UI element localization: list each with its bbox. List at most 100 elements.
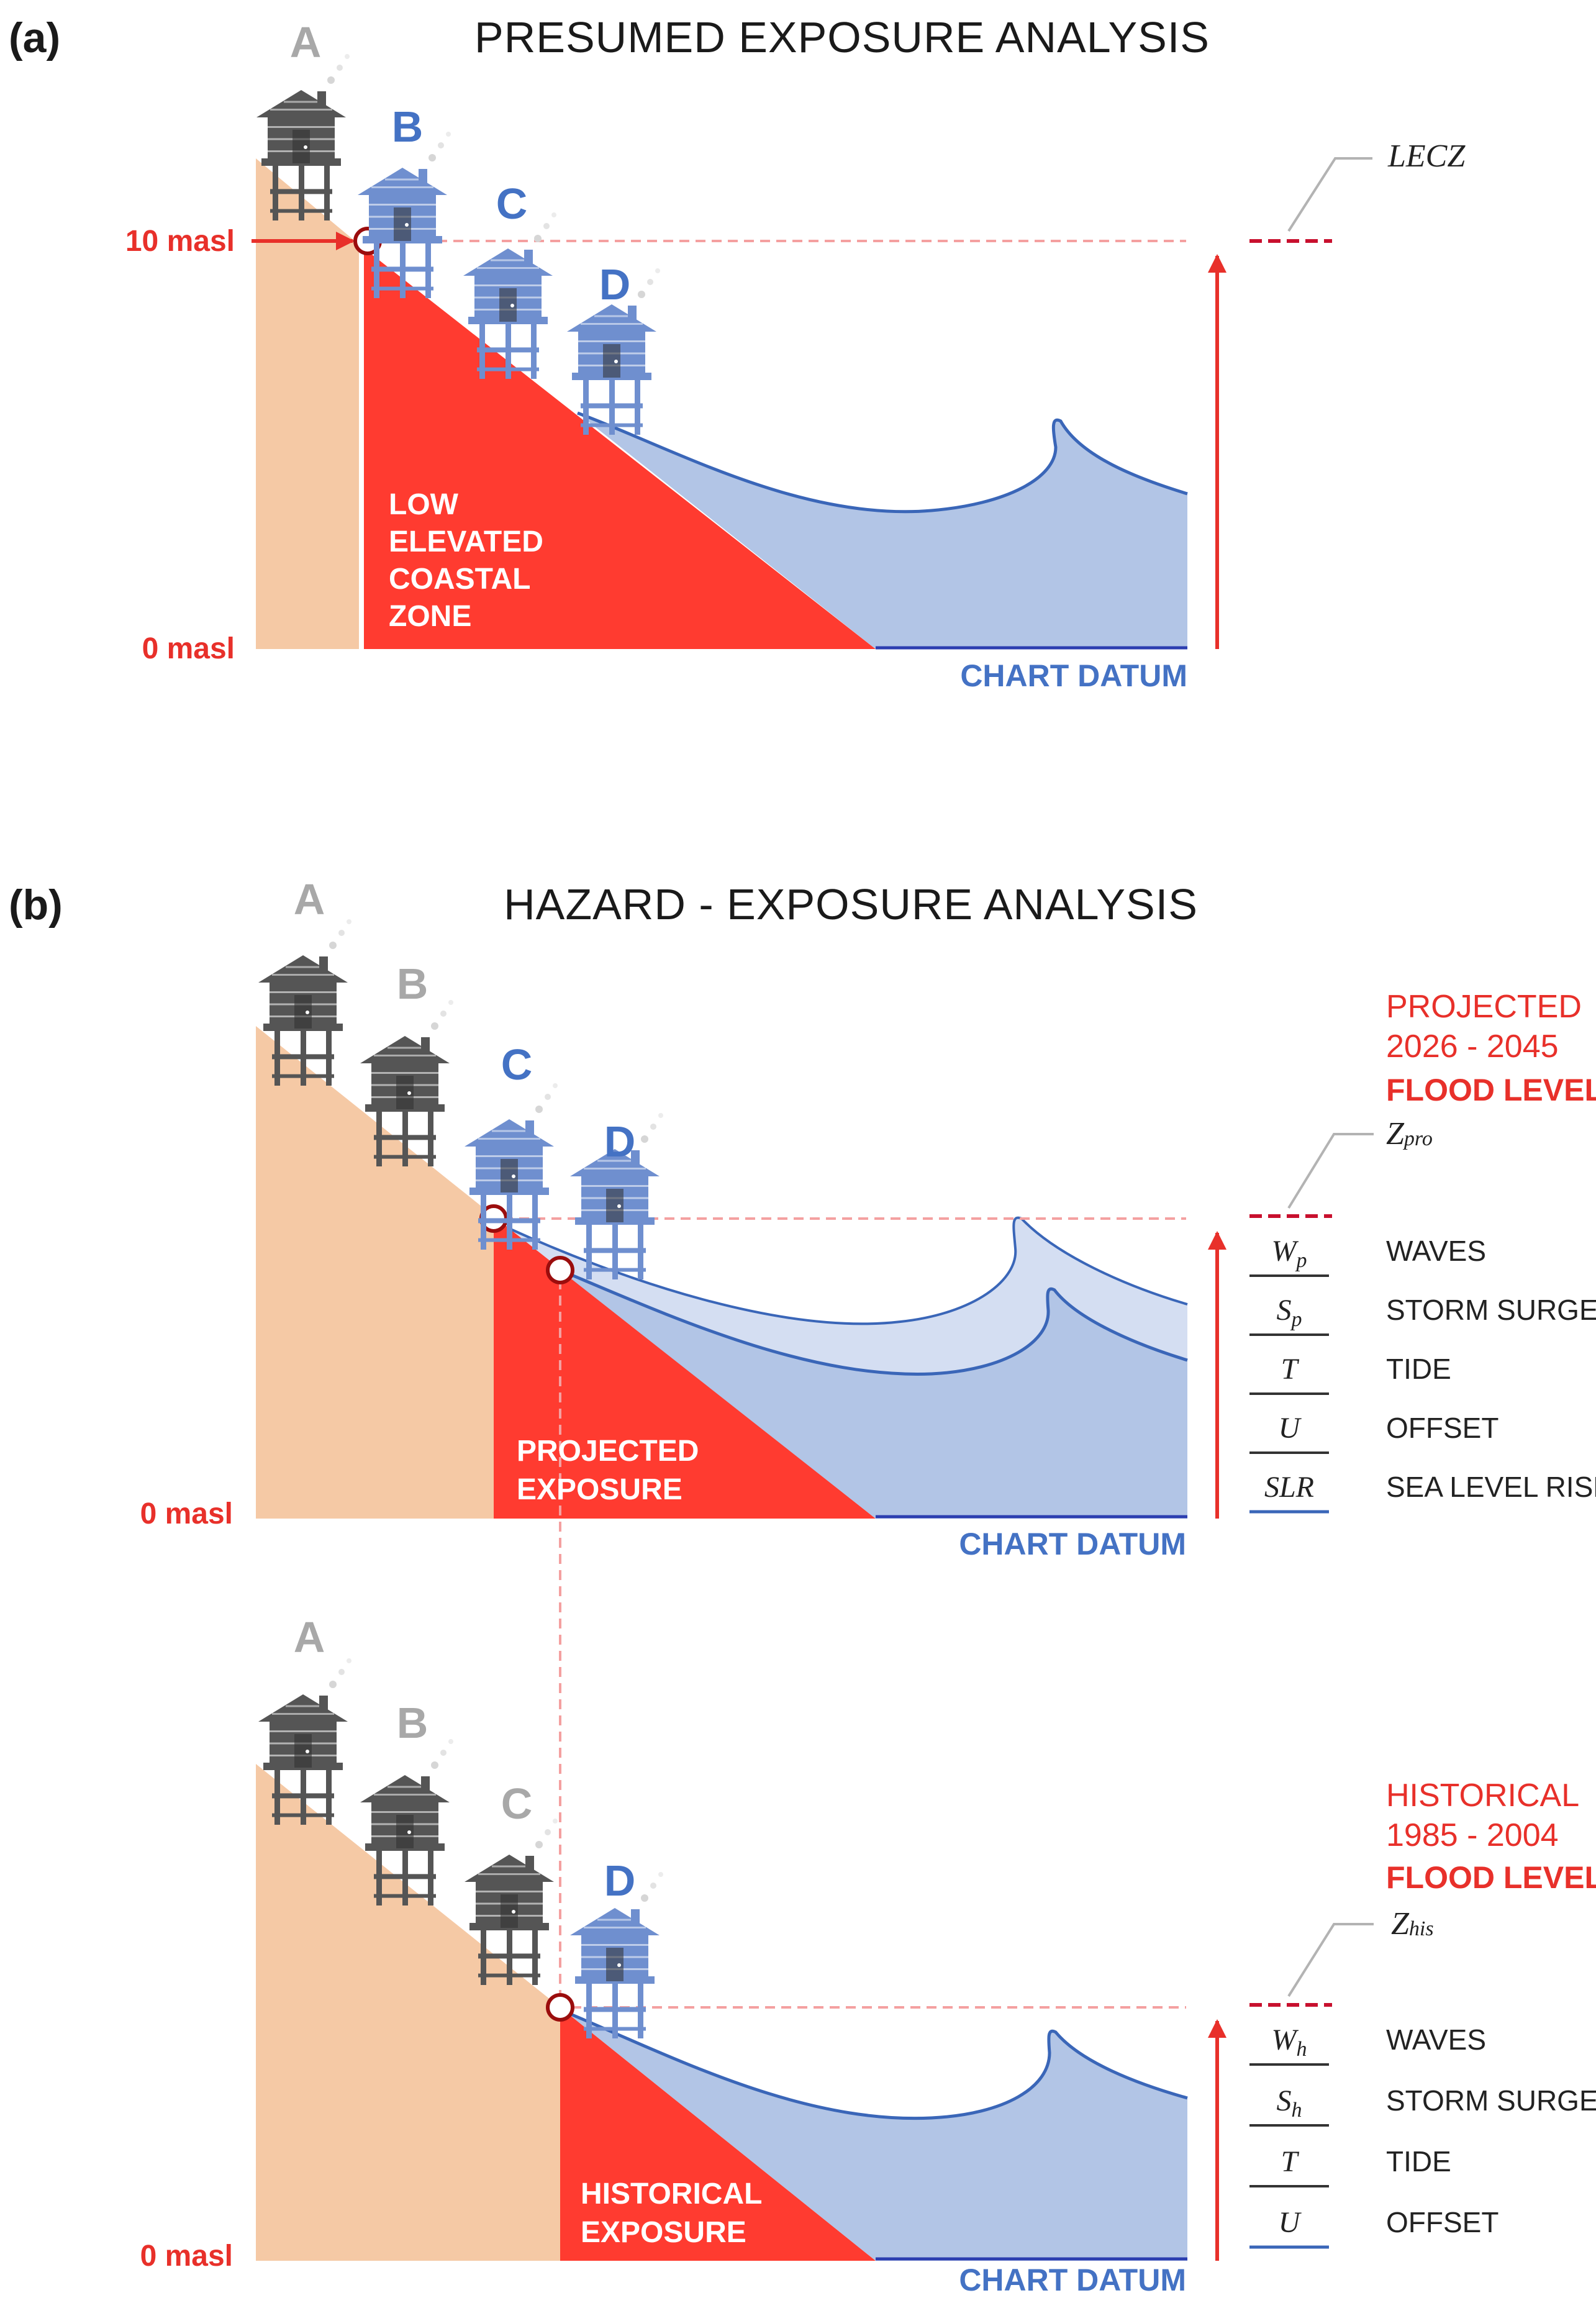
- elevation-top-label: 10 masl: [125, 225, 235, 258]
- projected-sea-surface-line: [509, 1216, 1188, 1325]
- zone-label-line-1: PROJECTED: [517, 1435, 699, 1468]
- component-label: WAVES: [1386, 2024, 1486, 2056]
- sea-surface-line: [566, 2010, 1188, 2120]
- historical-sea-area: [560, 1270, 1187, 1519]
- house-label-b: B: [397, 960, 428, 1008]
- elevation-bottom-label: 0 masl: [140, 1497, 233, 1530]
- chart-datum-label: CHART DATUM: [959, 2263, 1186, 2297]
- zone-label-line-2: EXPOSURE: [517, 1473, 682, 1506]
- flood-component-row: Sp STORM SURGE: [1249, 1294, 1596, 1336]
- panel-b-title: HAZARD - EXPOSURE ANALYSIS: [504, 880, 1198, 929]
- house-label-a: A: [294, 875, 325, 924]
- zone-label-line-2: ELEVATED: [389, 525, 543, 558]
- zone-label-line-3: COASTAL: [389, 563, 530, 596]
- legend-years: 2026 - 2045: [1386, 1029, 1559, 1065]
- land-area: [256, 1026, 494, 1519]
- component-symbol: U: [1279, 1412, 1302, 1445]
- legend-flood-level: FLOOD LEVEL: [1386, 1860, 1596, 1895]
- component-label: STORM SURGE: [1386, 2084, 1596, 2117]
- stilt-house-icon: [465, 1819, 558, 1985]
- panel-a-title: PRESUMED EXPOSURE ANALYSIS: [474, 13, 1210, 61]
- component-symbol: Wh: [1272, 2024, 1307, 2061]
- historical-intersection-marker: [546, 1256, 574, 1284]
- panel-b-historical-houses: A B C D: [258, 1613, 663, 2038]
- chart-datum-label: CHART DATUM: [960, 658, 1187, 693]
- legend-years: 1985 - 2004: [1386, 1817, 1559, 1853]
- stilt-house-icon: [258, 1658, 351, 1825]
- component-label: SEA LEVEL RISE: [1386, 1471, 1596, 1503]
- house-label-c: C: [496, 179, 528, 228]
- zone-label-line-1: LOW: [389, 488, 459, 521]
- panel-a-tag: (a): [9, 14, 60, 61]
- flood-component-row: Sh STORM SURGE: [1249, 2084, 1596, 2127]
- house-label-a: A: [294, 1613, 325, 1661]
- panel-a: (a) PRESUMED EXPOSURE ANALYSIS 10 masl 0…: [9, 13, 1466, 693]
- z-pro-label: Zpro: [1386, 1116, 1433, 1152]
- legend-flood-level: FLOOD LEVEL: [1386, 1073, 1596, 1107]
- panel-b-projected: (b) HAZARD - EXPOSURE ANALYSIS 0 masl PR…: [9, 875, 1596, 1999]
- chart-datum-label: CHART DATUM: [959, 1527, 1186, 1561]
- house-label-d: D: [599, 260, 631, 309]
- lecz-area: [360, 245, 876, 649]
- historical-sea-surface-line: [560, 1268, 1188, 1376]
- component-symbol: T: [1281, 1353, 1300, 1386]
- z-leader-line: [1287, 1133, 1374, 1209]
- flood-component-row: U OFFSET: [1249, 1412, 1499, 1454]
- house-label-c: C: [501, 1040, 533, 1089]
- stilt-house-icon: [465, 1083, 558, 1250]
- stilt-house-icon: [463, 212, 556, 379]
- component-label: STORM SURGE: [1386, 1294, 1596, 1326]
- stilt-house-icon: [360, 1739, 453, 1906]
- house-label-d: D: [604, 1117, 636, 1166]
- land-area: [256, 1764, 560, 2261]
- zone-label-line-4: ZONE: [389, 600, 471, 633]
- component-symbol: SLR: [1264, 1471, 1314, 1504]
- house-label-a: A: [290, 18, 322, 66]
- flood-component-row: T TIDE: [1249, 2145, 1451, 2187]
- house-label-d: D: [604, 1856, 636, 1905]
- sea-area: [566, 2012, 1187, 2261]
- stilt-house-icon: [358, 132, 451, 298]
- historical-intersection-marker: [546, 1993, 574, 2022]
- land-area: [256, 158, 360, 649]
- elevation-bottom-label: 0 masl: [140, 2240, 233, 2273]
- component-symbol: Wp: [1272, 1235, 1307, 1272]
- component-label: WAVES: [1386, 1235, 1486, 1267]
- lecz-label: LECZ: [1387, 139, 1466, 174]
- zone-label-line-2: EXPOSURE: [581, 2216, 746, 2249]
- stilt-house-icon: [258, 919, 351, 1086]
- panel-a-houses: A B C D: [256, 18, 660, 435]
- z-his-label: Zhis: [1391, 1906, 1434, 1942]
- legend-title: PROJECTED: [1386, 989, 1582, 1025]
- component-label: OFFSET: [1386, 1412, 1499, 1444]
- historical-components: Wh WAVES Sh STORM SURGE T TIDE U OFFSET: [1249, 2024, 1596, 2249]
- legend-title: HISTORICAL: [1386, 1778, 1579, 1814]
- component-label: TIDE: [1386, 1353, 1451, 1385]
- flood-component-row: Wh WAVES: [1249, 2024, 1486, 2066]
- panel-b-historical: 0 masl HISTORICAL EXPOSURE CHART DATUM H…: [140, 1613, 1596, 2297]
- z-leader-line: [1287, 1923, 1374, 1997]
- elevation-bottom-label: 0 masl: [142, 632, 235, 665]
- historical-exposure-area: [560, 2007, 876, 2261]
- house-label-b: B: [397, 1699, 428, 1747]
- component-symbol: U: [1279, 2206, 1302, 2239]
- flood-component-row: Wp WAVES: [1249, 1235, 1486, 1277]
- house-label-b: B: [392, 102, 424, 151]
- component-symbol: Sp: [1277, 1294, 1302, 1331]
- house-label-c: C: [501, 1779, 533, 1828]
- component-label: OFFSET: [1386, 2206, 1499, 2238]
- stilt-house-icon: [256, 54, 350, 220]
- projected-components: Wp WAVES Sp STORM SURGE T TIDE U OFFSET SLR SEA L…: [1249, 1235, 1596, 1514]
- stilt-house-icon: [567, 268, 660, 435]
- component-symbol: Sh: [1277, 2084, 1302, 2122]
- stilt-house-icon: [360, 1000, 453, 1166]
- component-symbol: T: [1281, 2145, 1300, 2178]
- sea-surface-line: [577, 411, 1188, 514]
- panel-b-tag: (b): [9, 881, 63, 929]
- component-label: TIDE: [1386, 2145, 1451, 2178]
- stilt-house-icon: [570, 1872, 663, 2038]
- flood-component-row: T TIDE: [1249, 1353, 1451, 1395]
- zone-label-line-1: HISTORICAL: [581, 2178, 762, 2210]
